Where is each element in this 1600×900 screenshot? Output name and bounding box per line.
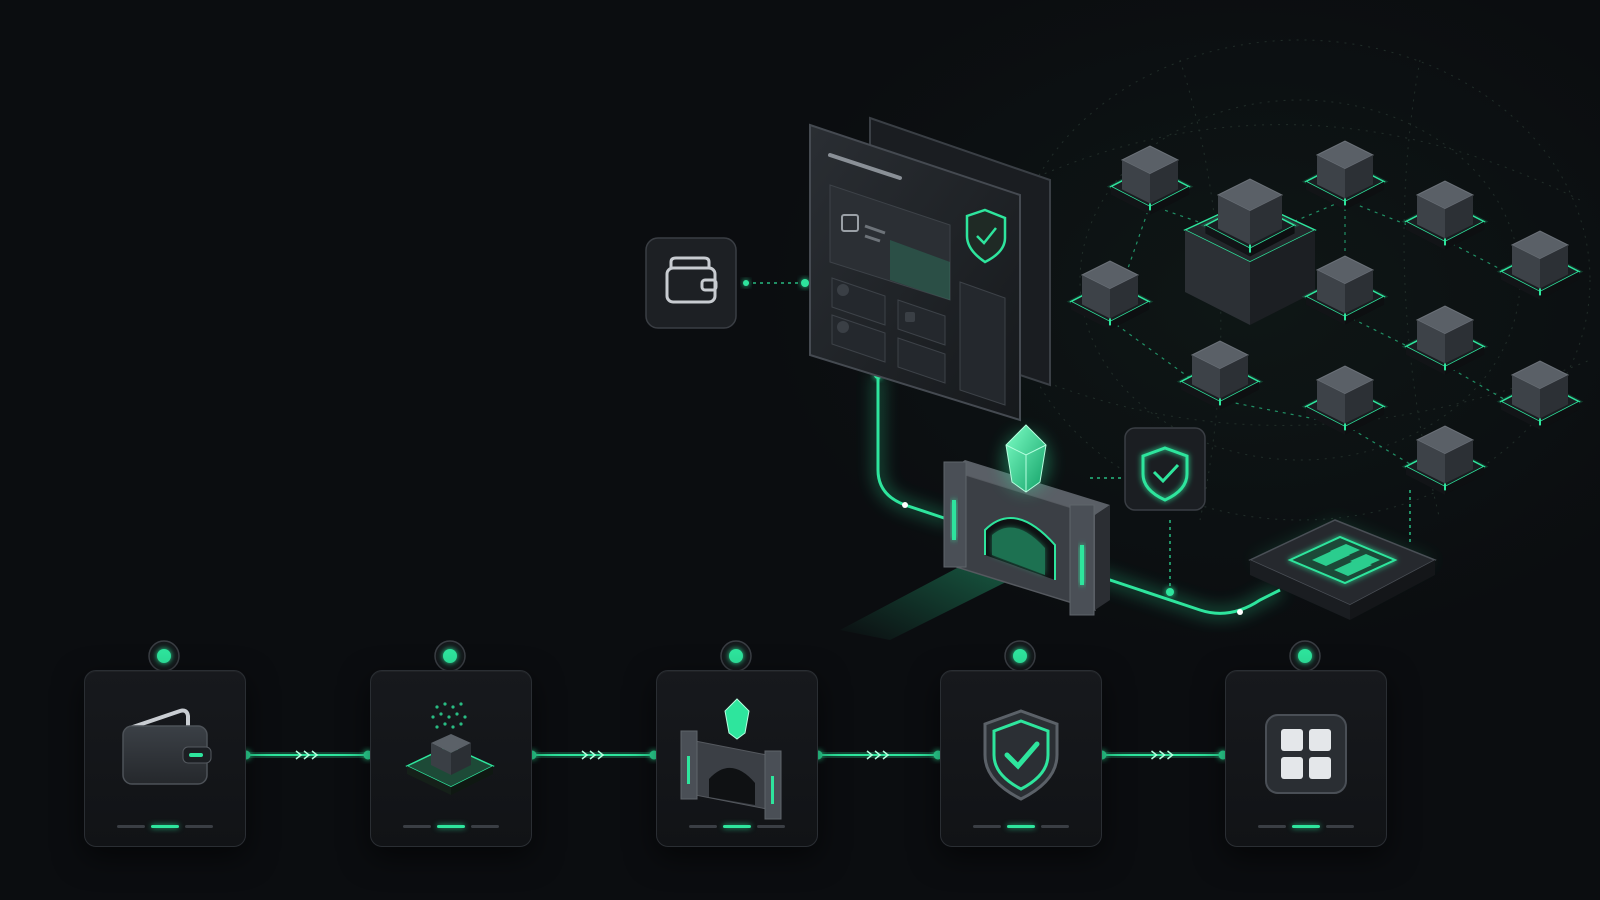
shield-check-icon [965,208,1007,264]
block-cube [1401,425,1489,495]
step-card-cube[interactable] [370,670,532,847]
block-cube [1066,260,1154,330]
block-cube [1401,305,1489,375]
shield-tile [1124,427,1206,511]
blockchain-cube-grid [1066,140,1584,495]
wallet-icon [665,256,718,304]
chain-link [1444,364,1541,421]
block-cube [1176,340,1264,410]
dashboard-window [809,116,1051,422]
shield-check-icon [983,709,1059,801]
dotted-connectors [746,282,1411,590]
block-cube [1401,180,1489,250]
node-dot [801,279,809,287]
connector-arch-chip [1093,570,1283,619]
wallet-tile [645,237,737,329]
block-cube [1301,255,1389,325]
gateway-arch-icon [680,698,782,820]
step-card-shield[interactable] [940,670,1102,847]
block-cube [1496,230,1584,300]
step-pager [973,825,1069,828]
step-connector [1097,750,1228,760]
step-card-wallet[interactable] [84,670,246,847]
wallet-icon [122,708,212,785]
step-pager [403,825,499,828]
step-pager [689,825,785,828]
block-cube [1301,140,1389,210]
block-cube [1106,145,1194,215]
chain-link [1344,314,1446,366]
grid-chip-icon [1248,519,1437,620]
central-block-cube [1200,178,1300,257]
cube-stack-icon [405,702,495,795]
step-pager [117,825,213,828]
step-card-gateway[interactable] [656,670,818,847]
step-connector [241,750,373,760]
step-connector [527,750,659,760]
block-cube [1496,360,1584,430]
grid-app-icon [1265,714,1347,794]
step-connector [813,750,943,760]
step-pager [1258,825,1354,828]
step-card-grid-app[interactable] [1225,670,1387,847]
emerald-gem-icon [1002,424,1050,493]
node-dot [743,280,749,286]
block-cube [1301,365,1389,435]
